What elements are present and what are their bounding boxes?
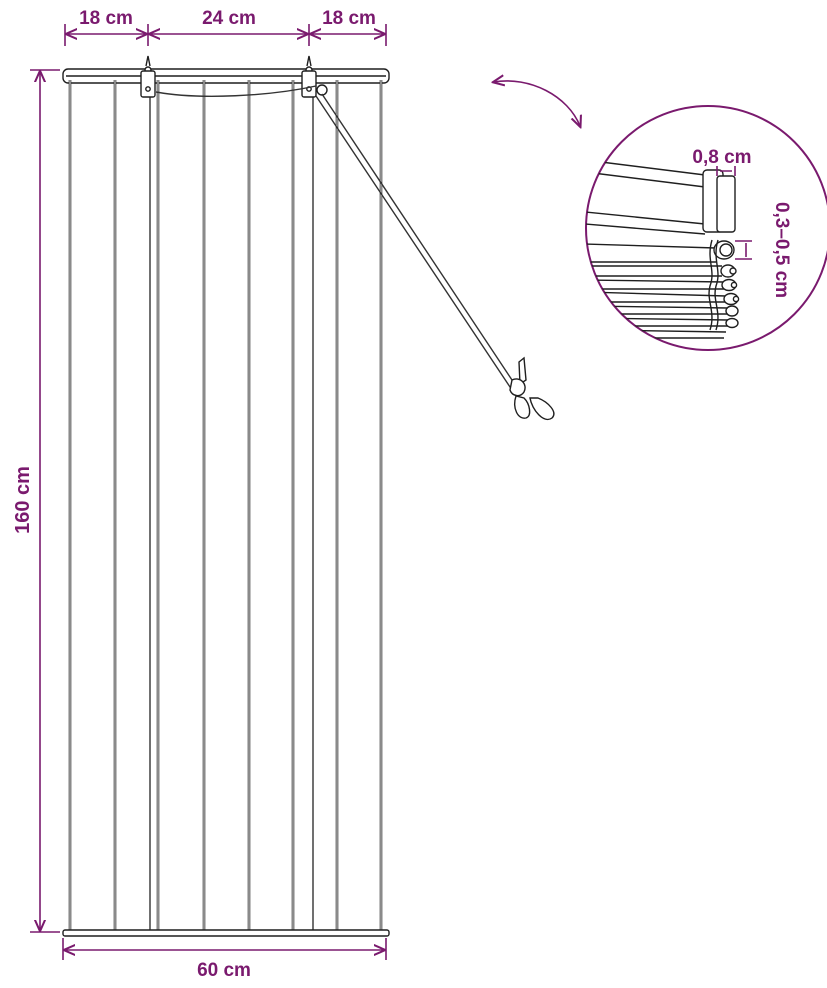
rotate-arrow-icon — [494, 81, 580, 126]
height-dimension: 160 cm — [12, 69, 60, 933]
rail-end-cap — [716, 175, 736, 233]
screw-icon — [145, 86, 151, 92]
bottom-bar — [62, 929, 390, 937]
rod-end — [725, 317, 739, 329]
top-left-width-label: 18 cm — [79, 8, 133, 29]
rod-end — [719, 243, 733, 257]
ladder-string — [714, 239, 719, 331]
bottom-width-label: 60 cm — [197, 960, 251, 981]
slat-diameter-label: 0,3–0,5 cm — [771, 202, 792, 298]
cord-tassel — [509, 356, 555, 421]
rail-line — [586, 171, 706, 188]
rod-line — [586, 243, 717, 249]
top-cord-run — [155, 85, 317, 97]
rod-end — [729, 267, 737, 275]
rod-end — [725, 305, 739, 317]
pulley-icon — [316, 84, 328, 96]
detail-callout: 0,8 cm 0,3–0,5 cm — [585, 105, 827, 351]
tassel-icon — [514, 395, 531, 419]
cord-knot-icon — [509, 378, 526, 397]
top-middle-width-label: 24 cm — [202, 8, 256, 29]
bottom-dimension: 60 cm — [62, 938, 387, 981]
top-right-width-label: 18 cm — [322, 8, 376, 29]
ladder-string — [708, 239, 713, 331]
height-label: 160 cm — [12, 466, 34, 534]
rod-end — [732, 295, 740, 303]
ladder-cords — [68, 80, 383, 934]
rod-line — [586, 279, 725, 283]
rail-line — [586, 223, 706, 235]
rod-end — [730, 281, 738, 289]
bracket-plate — [140, 70, 156, 98]
top-dimensions: 18 cm 24 cm 18 cm — [64, 8, 387, 46]
rail-line — [586, 211, 706, 225]
hook-icon — [145, 55, 151, 67]
mounting-bracket-left — [140, 55, 156, 98]
hook-icon — [306, 55, 312, 67]
rail-thickness-label: 0,8 cm — [692, 147, 751, 168]
pull-cord-2 — [315, 95, 513, 391]
roller-blind — [62, 55, 555, 937]
cleat-icon — [518, 356, 527, 386]
rod-line — [586, 291, 727, 297]
mounting-bracket-right — [301, 55, 317, 98]
bracket-plate — [301, 70, 317, 98]
pull-cord — [321, 93, 517, 387]
tassel-icon — [529, 397, 555, 421]
